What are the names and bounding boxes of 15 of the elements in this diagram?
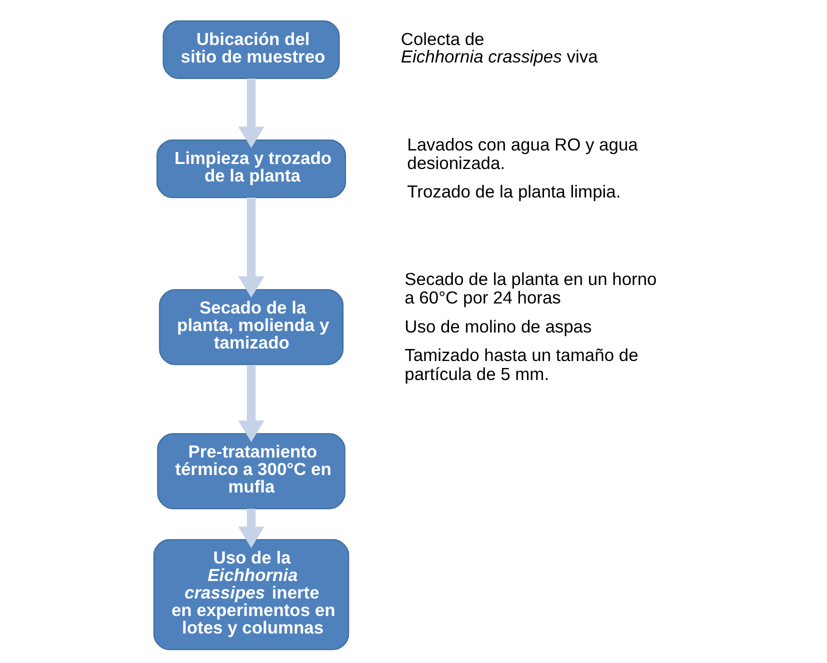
- node-label: Lavados con agua RO y agua desionizada.: [406, 134, 638, 174]
- node-box: Secado de la planta, molienda y tamizado: [158, 289, 344, 366]
- node-label: Secado de la planta en un horno a 60°C por 24 horas: [404, 268, 656, 308]
- node-label: Colecta de Eichhornia crassipes viva: [400, 28, 598, 66]
- node-label: Tamizado hasta un tamaño de partícula de 5 mm.: [404, 345, 638, 384]
- arrow: [238, 364, 264, 442]
- node-box: Pre-tratamiento térmico a 300°C en mufla: [156, 433, 345, 510]
- node-label: Uso de molino de aspas: [404, 316, 592, 336]
- node-box: Uso de la Eichhornia crassipes inerte en experimentos en lotes y columnas: [152, 539, 349, 650]
- arrow: [238, 198, 264, 298]
- arrow: [238, 78, 264, 148]
- node-label: Trozado de la planta limpia.: [406, 182, 620, 202]
- arrow: [238, 508, 264, 548]
- node-box: Ubicación del sitio de muestreo: [162, 20, 340, 79]
- node-box: Limpieza y trozado de la planta: [156, 139, 346, 198]
